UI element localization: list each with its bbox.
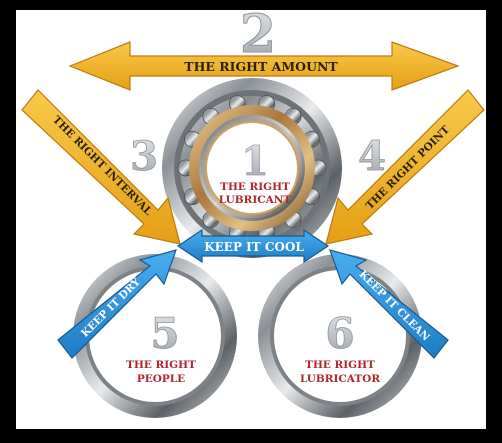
keep-cool-arrow: KEEP IT COOL xyxy=(176,228,330,264)
number-4: 4 xyxy=(358,133,386,180)
number-6: 6 xyxy=(325,309,354,358)
number-2: 2 xyxy=(240,4,276,65)
people-label-line1: THE RIGHT xyxy=(126,359,196,371)
lubricator-label-line1: THE RIGHT xyxy=(305,359,375,371)
number-3: 3 xyxy=(130,133,158,180)
right-amount-label: THE RIGHT AMOUNT xyxy=(184,59,338,74)
lubricator-label-line2: LUBRICATOR xyxy=(300,373,380,385)
number-5: 5 xyxy=(150,309,179,358)
number-1: 1 xyxy=(241,138,269,185)
lubricant-label-line1: THE RIGHT xyxy=(220,181,290,193)
right-ring xyxy=(258,254,422,418)
keep-cool-label: KEEP IT COOL xyxy=(204,240,304,254)
central-bearing xyxy=(162,78,342,258)
people-label-line2: PEOPLE xyxy=(137,373,185,385)
lubricant-label-line2: LUBRICANT xyxy=(219,194,292,206)
right-amount-arrow: THE RIGHT AMOUNT xyxy=(68,41,460,91)
